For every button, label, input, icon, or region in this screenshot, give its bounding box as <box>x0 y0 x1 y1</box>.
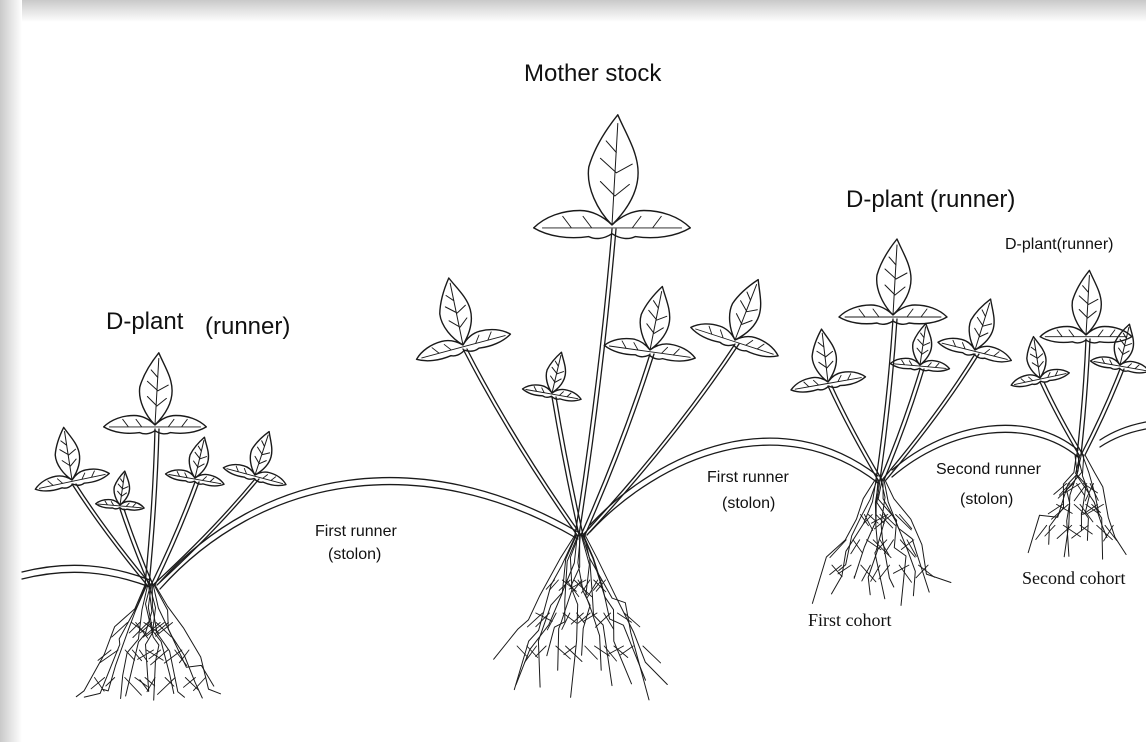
plant-far-right-dplant-rootlet-1-2 <box>1045 525 1055 536</box>
plant-far-right-dplant-root-7 <box>1082 455 1107 538</box>
plant-mother-stock-leaf-1 <box>398 266 512 365</box>
plant-far-right-dplant <box>1002 270 1146 559</box>
plant-far-right-dplant-leaf-1 <box>1002 331 1070 389</box>
plant-mother-stock-root-4 <box>547 535 578 656</box>
plant-mother-stock-leaf-2 <box>522 347 589 404</box>
plant-mother-stock-leaf-3 <box>603 280 704 365</box>
plant-far-right-dplant-stem-2-a <box>1081 369 1120 455</box>
plant-far-right-dplant-stem-1-b <box>1044 382 1083 455</box>
plant-mother-stock-rootlet-5-2 <box>566 646 583 662</box>
plant-mother-stock-stem-3-b <box>585 354 654 535</box>
label-far-right-dplant: D-plant(runner) <box>1005 236 1113 254</box>
plant-left-dplant-leaf-0 <box>104 353 207 434</box>
plant-right-dplant-stem-2-b <box>884 369 924 480</box>
plant-right-dplant-rootlet-0-1 <box>830 540 846 558</box>
plant-far-right-dplant-rootlet-0-2 <box>1036 525 1047 539</box>
plant-right-dplant-rootlet-7-2 <box>899 565 911 582</box>
plant-mother-stock <box>398 115 798 700</box>
plant-mother-stock-leaf-0 <box>534 115 691 239</box>
plant-mother-stock-stem-2-a <box>552 397 579 535</box>
plant-mother-stock-rootlet-13-1 <box>624 613 640 627</box>
label-second-cohort: Second cohort <box>1022 568 1125 589</box>
stolon-left-edge-lower <box>22 572 150 587</box>
plant-far-right-dplant-leaf-1-outline <box>1002 331 1070 389</box>
plant-far-right-dplant-root-8 <box>1085 455 1126 555</box>
plant-mother-stock-stem-0-b <box>579 229 616 535</box>
plant-right-dplant-leaf-1 <box>782 323 867 395</box>
plant-left-dplant-root-0 <box>76 585 145 697</box>
plant-far-right-dplant-stem-2-b <box>1085 369 1124 455</box>
plant-left-dplant-root-10 <box>154 585 214 686</box>
plant-left-dplant-rootlet-7-2 <box>165 678 174 687</box>
plant-mother-stock-leaf-4 <box>689 264 799 361</box>
plant-mother-stock-leaf-4-outline <box>689 264 799 361</box>
plant-far-right-dplant-stem-0-a <box>1077 339 1086 455</box>
plant-right-dplant <box>782 239 1025 605</box>
plant-left-dplant-stem-2-a <box>120 509 149 585</box>
plant-mother-stock-leaf-3-outline <box>603 280 704 365</box>
plant-left-dplant-stem-4-a <box>153 479 255 585</box>
plant-left-dplant-leaf-0-veins <box>147 359 168 426</box>
label-stolon-second: (stolon) <box>960 491 1013 509</box>
plant-left-dplant-rootlet-10-1 <box>164 650 182 663</box>
plant-mother-stock-stem-4-a <box>583 344 735 535</box>
plant-mother-stock-root-0 <box>494 535 575 659</box>
stolon-right-edge-lower <box>1100 429 1146 447</box>
plant-right-dplant-rootlet-7-1 <box>884 540 893 554</box>
plant-mother-stock-rootlet-12-2 <box>621 646 634 655</box>
plant-left-dplant-leaf-1-outline <box>24 420 110 494</box>
label-stolon-right: (stolon) <box>722 495 775 513</box>
plant-mother-stock-rootlet-7-2 <box>585 646 598 659</box>
label-left-dplant: D-plant <box>106 308 183 336</box>
plant-right-dplant-rootlet-0-2 <box>832 565 842 577</box>
plant-right-dplant-rootlet-10-0 <box>900 515 912 529</box>
plant-right-dplant-rootlet-8-2 <box>893 565 909 573</box>
plant-left-dplant-rootlet-0-1 <box>98 650 111 660</box>
plant-right-dplant-leaf-3-outline <box>937 289 1025 365</box>
plant-left-dplant-leaf-1 <box>24 420 110 494</box>
plant-right-dplant-rootlet-1-1 <box>853 540 862 553</box>
plant-far-right-dplant-rootlet-3-2 <box>1057 525 1072 538</box>
plant-far-right-dplant-leaf-0-veins <box>1079 276 1098 336</box>
plant-left-dplant-leaf-4-outline <box>222 423 298 489</box>
plant-left-dplant-rootlet-5-2 <box>145 678 155 686</box>
plant-mother-stock-stem-0-a <box>575 229 612 535</box>
label-first-cohort: First cohort <box>808 610 892 631</box>
plant-left-dplant-root-3 <box>121 585 148 699</box>
plant-mother-stock-leaf-0-veins <box>600 124 632 226</box>
plant-far-right-dplant-leaf-0 <box>1040 270 1132 343</box>
plant-mother-stock-rootlet-13-2 <box>643 646 661 663</box>
plant-right-dplant-leaf-0-veins <box>885 245 907 315</box>
plant-left-dplant-root-2 <box>102 585 147 691</box>
label-right-dplant: D-plant (runner) <box>846 186 1015 214</box>
plant-mother-stock-stem-2-b <box>556 397 583 535</box>
label-left-runner: (runner) <box>205 313 290 341</box>
plant-left-dplant-rootlet-0-0 <box>112 623 128 638</box>
plant-left-dplant-leaf-3 <box>165 432 232 489</box>
plant-left-dplant-leaf-4 <box>222 423 298 489</box>
label-second-runner: Second runner <box>936 461 1041 479</box>
plant-mother-stock-leaf-1-outline <box>398 266 512 365</box>
plant-left-dplant-stem-0-a <box>145 429 155 585</box>
label-stolon-left: (stolon) <box>328 546 381 564</box>
plant-right-dplant-root-10 <box>885 480 951 583</box>
plant-right-dplant-leaf-3 <box>937 289 1025 365</box>
label-first-runner-right: First runner <box>707 469 789 487</box>
plant-left-dplant-rootlet-11-2 <box>194 678 206 691</box>
plant-right-dplant-root-0 <box>812 480 875 603</box>
plant-right-dplant-stem-1-b <box>832 386 882 480</box>
plant-left-dplant <box>24 353 298 700</box>
label-mother-stock: Mother stock <box>524 60 661 88</box>
stolon-first-right-lower <box>590 445 878 532</box>
label-first-runner-left: First runner <box>315 523 397 541</box>
plant-right-dplant-leaf-0 <box>839 239 947 324</box>
plant-left-dplant-stem-3-b <box>155 482 199 585</box>
plant-mother-stock-rootlet-3-2 <box>536 646 547 656</box>
